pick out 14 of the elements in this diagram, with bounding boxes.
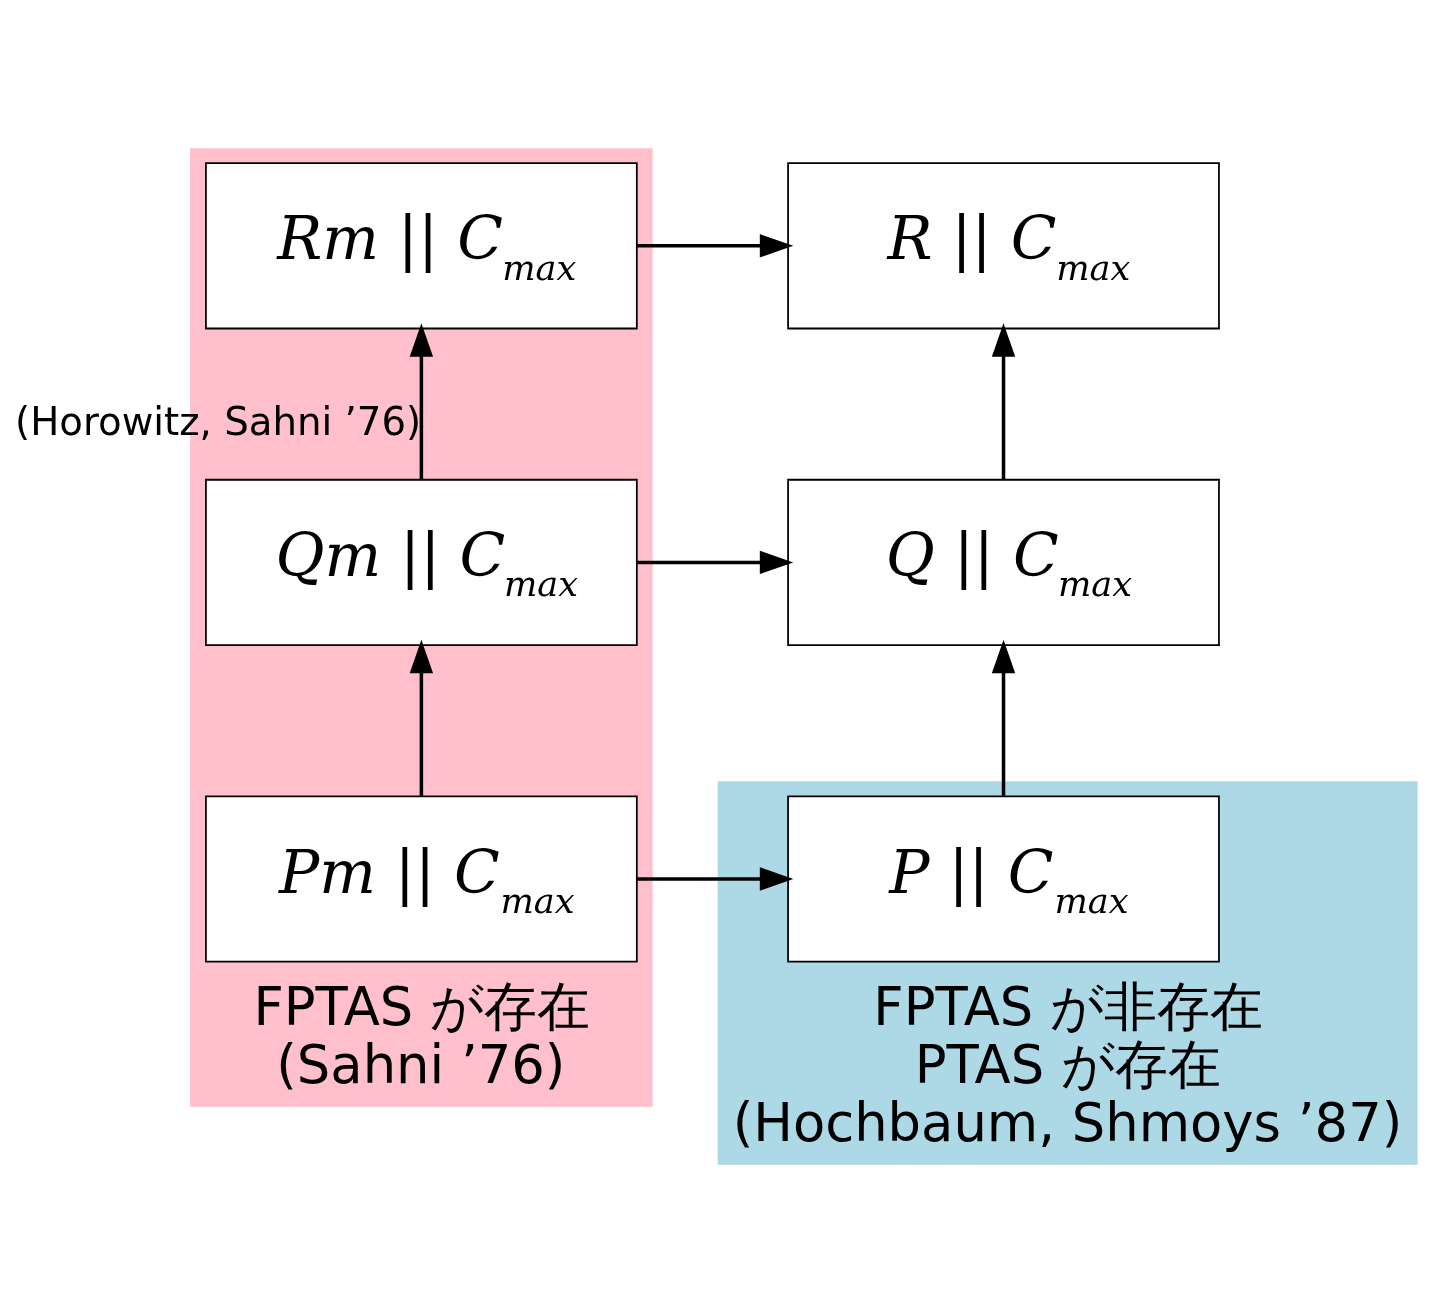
arrow bbox=[636, 234, 794, 258]
node-box: Pm || C$_{max}$ bbox=[205, 795, 638, 963]
node-box: R || C$_{max}$ bbox=[787, 162, 1220, 330]
arrow bbox=[636, 867, 794, 891]
arrow bbox=[991, 323, 1016, 480]
arrow bbox=[409, 323, 434, 480]
arrow bbox=[636, 550, 794, 575]
arrow bbox=[991, 639, 1016, 796]
node-box: Rm || C$_{max}$ bbox=[205, 162, 638, 330]
edge-label: (Horowitz, Sahni ’76) bbox=[15, 399, 422, 445]
arrow bbox=[409, 639, 434, 796]
node-box: Q || C$_{max}$ bbox=[787, 478, 1220, 646]
node-box: P || C$_{max}$ bbox=[787, 795, 1220, 963]
node-box: Qm || C$_{max}$ bbox=[205, 478, 638, 646]
